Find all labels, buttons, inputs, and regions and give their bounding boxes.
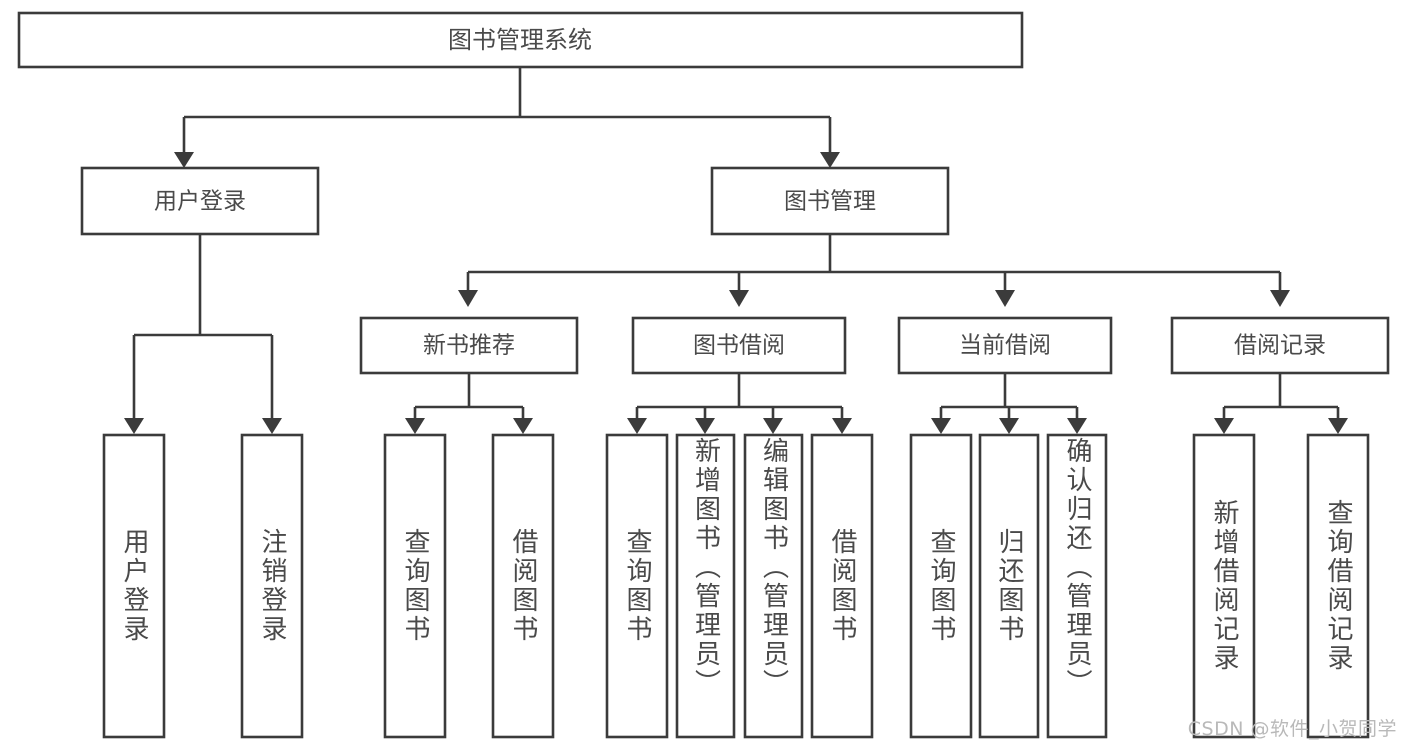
leaf-box-logout[interactable] xyxy=(240,433,304,739)
node-current-borrow-label: 当前借阅 xyxy=(959,333,1051,359)
arrow-head-leaf-query-record xyxy=(1328,418,1348,434)
watermark-text: CSDN @软件_小贺同学 xyxy=(1187,718,1397,740)
arrow-head-leaf-borrow-book-2 xyxy=(832,418,852,434)
node-book-manage-label: 图书管理 xyxy=(784,189,876,215)
node-borrow-record-box[interactable] xyxy=(1170,316,1390,375)
leaf-box-add-book[interactable] xyxy=(675,433,736,739)
arrow-head-leaf-add-record xyxy=(1214,418,1234,434)
arrow-head-leaf-confirm-return xyxy=(1067,418,1087,434)
node-root[interactable]: 图书管理系统 xyxy=(17,11,1024,69)
arrow-head-leaf-query-book-1 xyxy=(405,418,425,434)
connector-group-borrow-record xyxy=(1214,373,1348,434)
node-book-manage-box[interactable] xyxy=(710,166,950,236)
arrow-head-book-borrow xyxy=(729,290,749,307)
arrow-head-leaf-query-book-3 xyxy=(931,418,951,434)
node-root-box[interactable] xyxy=(17,11,1024,69)
leaf-box-query-book-1[interactable] xyxy=(383,433,447,739)
leaf-boxes-current-borrow xyxy=(909,433,1108,739)
arrow-head-user-login xyxy=(174,152,194,168)
node-user-login-label: 用户登录 xyxy=(154,189,246,215)
leaf-box-user-login[interactable] xyxy=(102,433,166,739)
leaf-boxes-borrow-record xyxy=(1192,433,1370,739)
leaf-box-add-record[interactable] xyxy=(1192,433,1256,739)
arrow-head-leaf-add-book xyxy=(695,418,715,434)
node-book-borrow[interactable]: 图书借阅 xyxy=(631,316,847,375)
leaf-boxes-user-login xyxy=(102,433,304,739)
node-current-borrow-box[interactable] xyxy=(897,316,1113,375)
arrow-head-leaf-borrow-book-1 xyxy=(513,418,533,434)
leaf-box-confirm-return[interactable] xyxy=(1046,433,1108,739)
node-root-label: 图书管理系统 xyxy=(448,26,592,54)
node-borrow-record[interactable]: 借阅记录 xyxy=(1170,316,1390,375)
connector-group-current-borrow xyxy=(931,373,1087,434)
node-book-borrow-box[interactable] xyxy=(631,316,847,375)
arrow-head-leaf-query-book-2 xyxy=(627,418,647,434)
leaf-box-borrow-book-2[interactable] xyxy=(810,433,874,739)
node-book-borrow-label: 图书借阅 xyxy=(693,333,785,359)
arrow-head-leaf-return-book xyxy=(999,418,1019,434)
arrow-head-leaf-user-login xyxy=(124,418,144,434)
leaf-box-return-book[interactable] xyxy=(978,433,1040,739)
arrow-head-leaf-edit-book xyxy=(763,418,783,434)
leaf-boxes-new-book-rec xyxy=(383,433,555,739)
arrow-head-borrow-record xyxy=(1270,290,1290,307)
connector-group-root xyxy=(174,67,840,168)
node-book-manage[interactable]: 图书管理 xyxy=(710,166,950,236)
node-new-book-rec-label: 新书推荐 xyxy=(423,333,515,359)
leaf-box-query-book-2[interactable] xyxy=(605,433,669,739)
arrow-head-new-book-rec xyxy=(458,290,478,307)
arrow-head-book-manage xyxy=(820,152,840,168)
leaf-box-query-book-3[interactable] xyxy=(909,433,973,739)
node-user-login[interactable]: 用户登录 xyxy=(80,166,320,236)
connector-group-book-borrow xyxy=(627,373,852,434)
leaf-box-edit-book[interactable] xyxy=(743,433,804,739)
node-user-login-box[interactable] xyxy=(80,166,320,236)
node-borrow-record-label: 借阅记录 xyxy=(1234,333,1326,359)
connector-group-user-login xyxy=(124,234,282,434)
leaf-box-borrow-book-1[interactable] xyxy=(491,433,555,739)
connector-group-book-manage xyxy=(458,234,1290,307)
node-new-book-rec[interactable]: 新书推荐 xyxy=(359,316,579,375)
leaf-boxes-book-borrow xyxy=(605,433,874,739)
arrow-head-leaf-logout xyxy=(262,418,282,434)
connector-group-new-book-rec xyxy=(405,373,533,434)
leaf-box-query-record[interactable] xyxy=(1306,433,1370,739)
node-current-borrow[interactable]: 当前借阅 xyxy=(897,316,1113,375)
arrow-head-current-borrow xyxy=(995,290,1015,307)
node-new-book-rec-box[interactable] xyxy=(359,316,579,375)
